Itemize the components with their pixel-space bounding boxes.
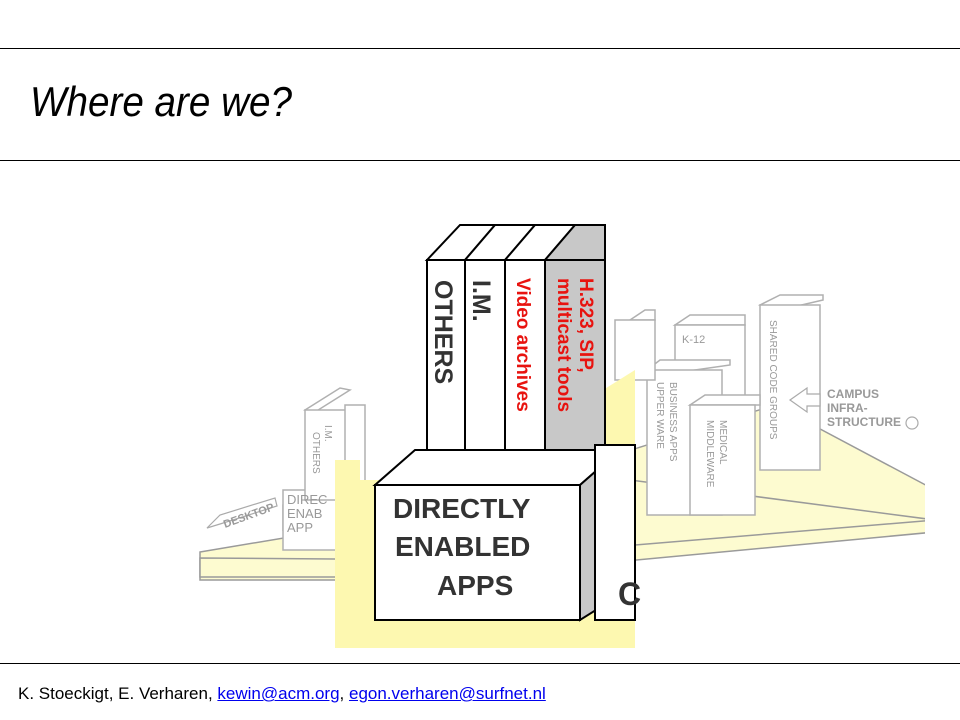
medical-line1: MEDICAL — [717, 420, 728, 465]
small-others-label: OTHERS — [310, 432, 321, 474]
base-line1: DIRECTLY — [393, 493, 531, 524]
right-buildings — [614, 294, 824, 516]
k12-label: K-12 — [682, 334, 705, 346]
small-im-label: I.M. — [322, 425, 333, 442]
campus-line2: INFRA- — [827, 401, 868, 415]
campus-line3: STRUCTURE — [827, 415, 901, 429]
slide-title: Where are we? — [30, 78, 293, 125]
annotation-line1: H.323, SIP, — [575, 278, 596, 373]
annotation-line2: multicast tools — [553, 278, 574, 412]
footer-authors: K. Stoeckigt, E. Verharen, — [18, 684, 218, 703]
partial-c-label: C — [618, 576, 641, 612]
small-direc-line2: ENAB — [287, 506, 322, 521]
annotation-line3: Video archives — [512, 278, 533, 412]
business-line2: UPPER WARE — [654, 382, 665, 449]
desktop-arrow — [206, 497, 278, 529]
annotation: H.323, SIP, multicast tools Video archiv… — [512, 278, 596, 412]
campus-line1: CAMPUS — [827, 387, 879, 401]
small-direc-line1: DIREC — [287, 492, 327, 507]
medical-line2: MIDDLEWARE — [704, 420, 715, 488]
small-direc-line3: APP — [287, 520, 313, 535]
book-im-label: I.M. — [467, 280, 495, 322]
layered-apps-figure: I.M. OTHERS DIREC ENAB APP DESKTOP K-12 … — [175, 180, 936, 650]
footer: K. Stoeckigt, E. Verharen, kewin@acm.org… — [18, 684, 546, 704]
shared-code-label: SHARED CODE GROUPS — [767, 320, 778, 440]
email-link-egon[interactable]: egon.verharen@surfnet.nl — [348, 684, 546, 703]
base-line3: APPS — [437, 570, 513, 601]
business-line1: BUSINESS APPS — [667, 382, 678, 462]
book-others-label: OTHERS — [429, 280, 457, 384]
top-rule — [0, 48, 960, 49]
books — [424, 224, 606, 472]
footer-rule — [0, 663, 960, 664]
email-link-kewin[interactable]: kewin@acm.org — [217, 684, 340, 703]
title-rule — [0, 160, 960, 161]
campus-arrow — [788, 386, 919, 430]
base-line2: ENABLED — [395, 531, 530, 562]
footer-separator: , — [339, 684, 349, 703]
base-block — [372, 444, 636, 622]
